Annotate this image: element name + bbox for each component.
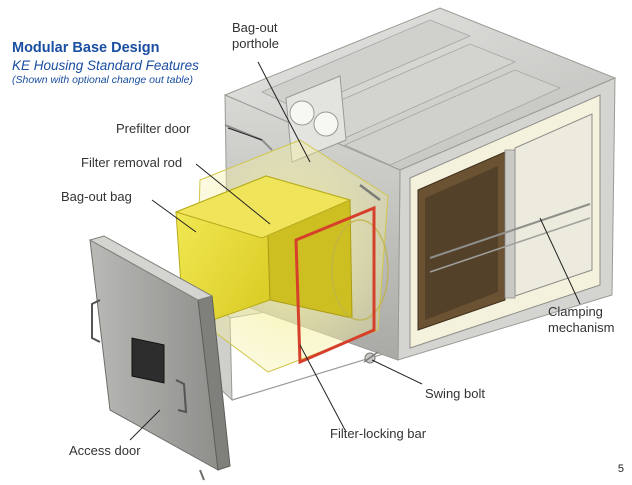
page-title: Modular Base Design [12,40,160,56]
leader-prefilter-door [227,127,263,141]
label-filter-locking-bar: Filter-locking bar [330,426,427,441]
label-bag-out-porthole: Bag-out porthole [232,20,279,52]
leader-bag-out-bag [151,199,197,233]
page-subtitle: KE Housing Standard Features [12,58,199,73]
leader-lines [129,61,581,441]
leader-filter-removal-rod [195,163,271,225]
leader-filter-locking-bar [299,344,346,431]
leader-access-door [129,409,161,441]
label-bag-out-porthole-line2: porthole [232,36,279,51]
housing-open-side [409,94,601,349]
label-clamping-mechanism: Clamping mechanism [548,304,614,336]
filter-locking-bar [294,205,376,365]
label-clamping-mechanism-line2: mechanism [548,320,615,335]
label-filter-removal-rod: Filter removal rod [81,155,183,170]
label-access-door: Access door [69,443,141,458]
label-bag-out-bag: Bag-out bag [61,189,132,204]
page-number: 5 [617,463,624,475]
label-swing-bolt: Swing bolt [425,386,485,401]
access-door [88,235,231,481]
page-note: (Shown with optional change out table) [12,74,193,86]
leader-bag-out-porthole [257,61,311,163]
label-bag-out-porthole-line1: Bag-out [232,20,278,35]
leader-clamping-mechanism [539,217,581,305]
label-clamping-mechanism-line1: Clamping [548,304,603,319]
leader-swing-bolt [371,359,423,385]
label-prefilter-door: Prefilter door [116,121,191,136]
